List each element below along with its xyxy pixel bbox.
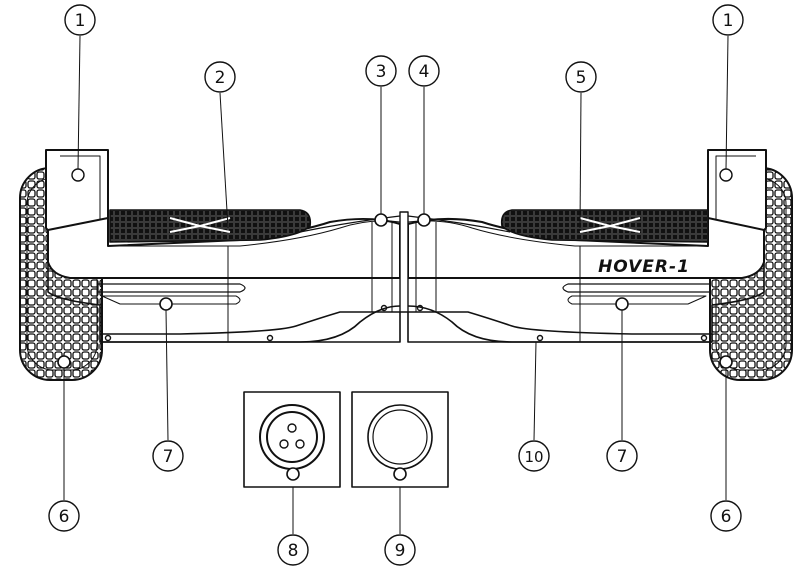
callout-circle: [204, 61, 236, 93]
callout-circle: [48, 500, 80, 532]
callout-circle: [408, 55, 440, 87]
main-body: [47, 211, 765, 343]
callout-8: 8: [277, 534, 309, 566]
callout-number: 7: [617, 447, 628, 467]
callout-3: 3: [365, 55, 397, 87]
callout-5: 5: [565, 61, 597, 93]
callout-7a: 7: [152, 440, 184, 472]
callout-number: 3: [376, 62, 387, 82]
callout-circle: [384, 534, 416, 566]
callout-number: 2: [215, 68, 226, 88]
callout-circle: [277, 534, 309, 566]
callout-number: 9: [395, 541, 406, 561]
callout-circle: [64, 4, 96, 36]
callout-number: 8: [288, 541, 299, 561]
callout-number: 7: [163, 447, 174, 467]
callout-4: 4: [408, 55, 440, 87]
callout-circle: [565, 61, 597, 93]
left-foot-pad: [109, 209, 312, 243]
right-foot-pad: [500, 209, 709, 243]
callout-circle: [712, 4, 744, 36]
callout-number: 4: [419, 62, 430, 82]
callout-10: 10: [518, 440, 550, 472]
callout-number: 6: [721, 507, 732, 527]
callout-circle: [710, 500, 742, 532]
leader-lines: [63, 35, 729, 534]
callout-7b: 7: [606, 440, 638, 472]
power-button-detail: [351, 391, 449, 488]
callout-number: 10: [524, 448, 543, 466]
callout-2: 2: [204, 61, 236, 93]
brand-logo: HOVER-1: [598, 257, 690, 277]
callout-number: 6: [59, 507, 70, 527]
callout-1b: 1: [712, 4, 744, 36]
callout-circle: [152, 440, 184, 472]
callout-6a: 6: [48, 500, 80, 532]
callout-number: 1: [723, 11, 734, 31]
callout-circle: [606, 440, 638, 472]
callouts: 1 1 2 3 4 5 6 6 7 7 8 9 10: [48, 4, 744, 566]
callout-circle: [365, 55, 397, 87]
callout-9: 9: [384, 534, 416, 566]
callout-circle: [518, 440, 550, 472]
charging-port-detail: [243, 391, 341, 488]
callout-number: 5: [576, 68, 587, 88]
callout-1a: 1: [64, 4, 96, 36]
callout-6b: 6: [710, 500, 742, 532]
callout-number: 1: [75, 11, 86, 31]
